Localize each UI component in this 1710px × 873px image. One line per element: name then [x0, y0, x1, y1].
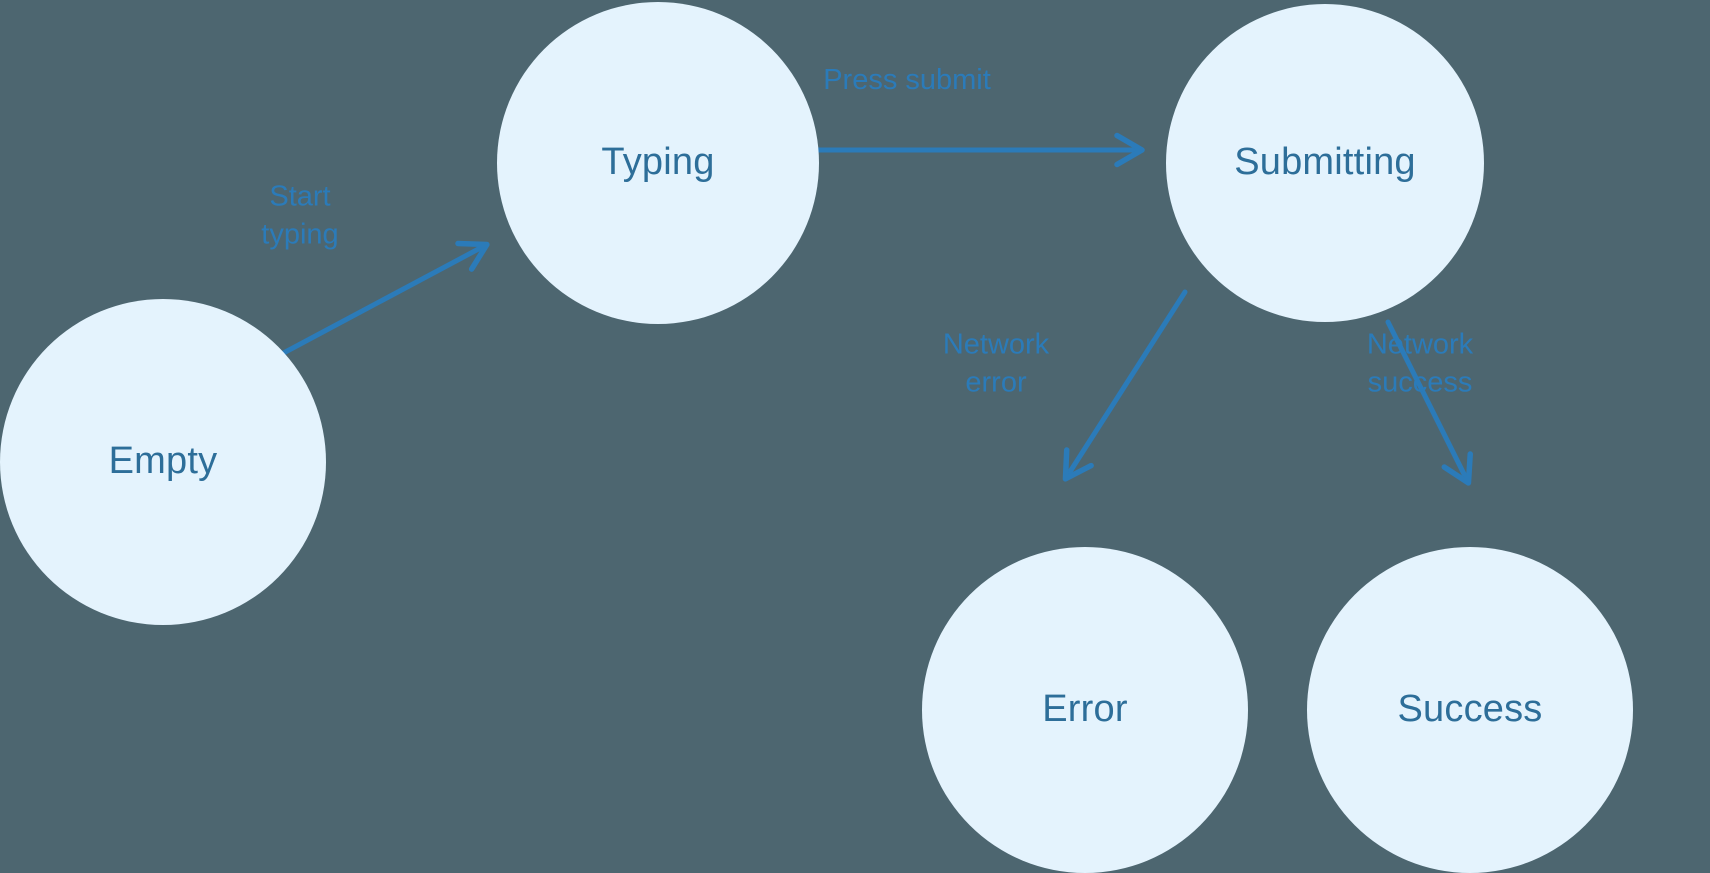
state-node-success[interactable]: Success	[1307, 547, 1633, 873]
state-node-label-error: Error	[1042, 688, 1128, 731]
state-node-label-success: Success	[1397, 688, 1543, 731]
edge-label-network-error: Network error	[942, 328, 1050, 399]
state-node-empty[interactable]: Empty	[0, 299, 326, 625]
state-node-label-empty: Empty	[108, 440, 218, 483]
edge-label-network-success: Network success	[1366, 328, 1474, 399]
edge-submitting-to-error	[1062, 289, 1188, 482]
state-node-label-typing: Typing	[601, 141, 715, 184]
edge-empty-to-typing	[273, 240, 490, 360]
edge-label-press-submit: Press submit	[823, 63, 991, 96]
state-node-submitting[interactable]: Submitting	[1166, 4, 1484, 322]
state-node-typing[interactable]: Typing	[497, 2, 819, 324]
edge-submitting-to-success	[1385, 319, 1473, 486]
edge-label-start-typing: Start typing	[261, 180, 339, 251]
state-node-error[interactable]: Error	[922, 547, 1248, 873]
state-node-label-submitting: Submitting	[1234, 141, 1416, 184]
